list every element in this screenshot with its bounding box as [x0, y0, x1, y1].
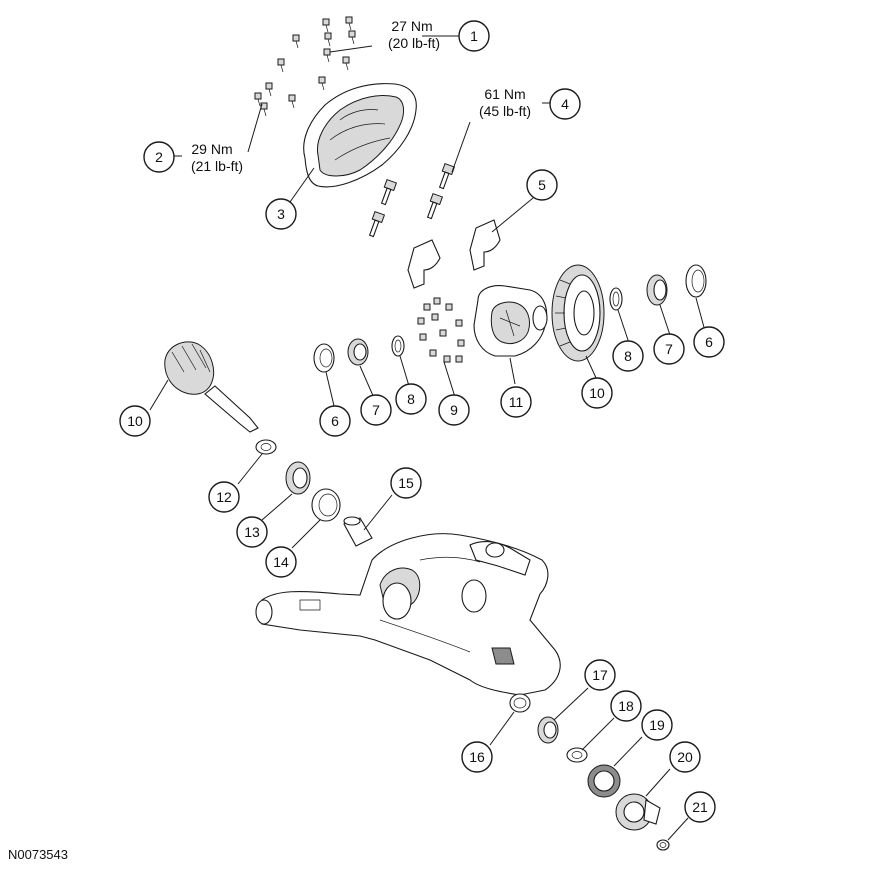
callout-16: 16 [461, 741, 493, 773]
drive-pinion [164, 341, 259, 433]
callout-7-right: 7 [653, 333, 685, 365]
cover-bolts [254, 16, 356, 117]
callout-4: 4 [549, 88, 581, 120]
svg-text:10: 10 [127, 413, 143, 429]
svg-text:8: 8 [624, 348, 632, 364]
ring-gear [551, 264, 605, 362]
svg-text:11: 11 [509, 394, 524, 410]
callout-8-left: 8 [395, 383, 427, 415]
svg-text:12: 12 [216, 489, 232, 505]
figure-id-label: N0073543 [8, 847, 68, 862]
svg-text:10: 10 [589, 385, 605, 401]
svg-text:5: 5 [538, 177, 546, 193]
callout-15: 15 [390, 467, 422, 499]
pinion-outer-parts [509, 693, 670, 851]
svg-text:7: 7 [372, 402, 380, 418]
leader-lines [149, 35, 706, 841]
svg-text:18: 18 [618, 698, 634, 714]
torque-4-imperial: (45 lb-ft) [479, 103, 531, 119]
svg-text:3: 3 [277, 206, 285, 222]
callout-10-left: 10 [119, 405, 151, 437]
torque-spec-4: 61 Nm (45 lb-ft) [479, 86, 531, 119]
callout-19: 19 [641, 709, 673, 741]
axle-housing [255, 533, 561, 696]
callout-11: 11 [500, 386, 532, 418]
left-side-bearing-parts [313, 335, 405, 373]
torque-1-imperial: (20 lb-ft) [388, 35, 440, 51]
svg-text:15: 15 [398, 475, 414, 491]
callout-14: 14 [265, 546, 297, 578]
right-side-bearing-parts [609, 264, 707, 311]
bearing-cap-bolts [368, 162, 456, 238]
torque-spec-1: 27 Nm (20 lb-ft) [388, 18, 440, 51]
callout-6-right: 6 [693, 326, 725, 358]
callout-18: 18 [610, 690, 642, 722]
svg-text:17: 17 [592, 667, 608, 683]
svg-text:4: 4 [561, 96, 569, 112]
svg-text:9: 9 [450, 402, 458, 418]
svg-text:6: 6 [705, 334, 713, 350]
torque-4-metric: 61 Nm [484, 86, 525, 102]
callout-21: 21 [684, 791, 716, 823]
svg-text:6: 6 [331, 413, 339, 429]
callout-12: 12 [208, 481, 240, 513]
svg-text:2: 2 [155, 149, 163, 165]
differential-case [473, 285, 548, 357]
torque-spec-2: 29 Nm (21 lb-ft) [191, 141, 243, 174]
svg-text:20: 20 [677, 749, 693, 765]
ring-gear-bolts [417, 297, 465, 363]
callout-13: 13 [236, 516, 268, 548]
torque-2-metric: 29 Nm [191, 141, 232, 157]
svg-text:16: 16 [469, 749, 485, 765]
callout-20: 20 [669, 741, 701, 773]
torque-1-metric: 27 Nm [391, 18, 432, 34]
callout-5: 5 [526, 169, 558, 201]
callout-7-left: 7 [360, 394, 392, 426]
callout-10-right: 10 [581, 377, 613, 409]
callout-3: 3 [265, 198, 297, 230]
svg-text:8: 8 [407, 391, 415, 407]
callout-8-right: 8 [612, 340, 644, 372]
differential-cover [303, 83, 417, 188]
torque-2-imperial: (21 lb-ft) [191, 158, 243, 174]
svg-text:13: 13 [244, 524, 260, 540]
bearing-caps [407, 219, 501, 289]
callout-9: 9 [438, 394, 470, 426]
svg-text:14: 14 [273, 554, 289, 570]
svg-text:7: 7 [665, 341, 673, 357]
svg-text:21: 21 [692, 799, 708, 815]
pinion-bearing-parts [255, 439, 373, 547]
callout-6-left: 6 [319, 405, 351, 437]
svg-text:19: 19 [649, 717, 665, 733]
callout-1: 1 [458, 20, 490, 52]
callout-17: 17 [584, 659, 616, 691]
svg-text:1: 1 [470, 28, 478, 44]
callout-2: 2 [143, 141, 175, 173]
